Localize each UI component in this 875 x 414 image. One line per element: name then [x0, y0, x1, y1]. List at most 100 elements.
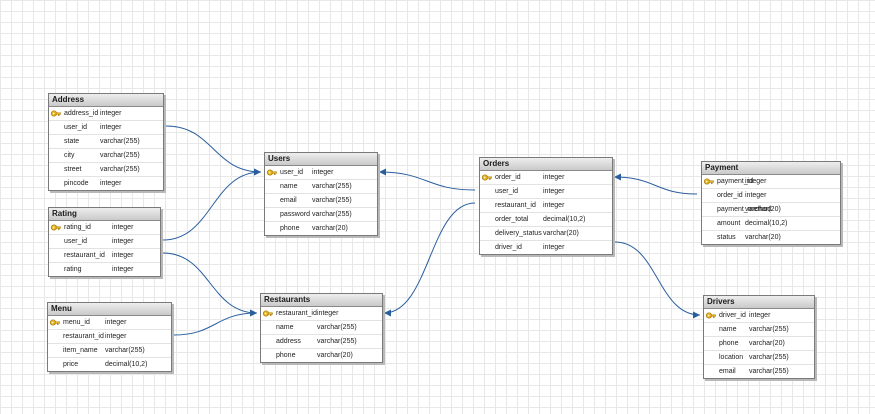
connector-payment-to-orders: [613, 173, 698, 195]
column-row[interactable]: name varchar(255): [704, 323, 814, 337]
column-name: rating: [64, 266, 82, 273]
column-name: driver_id: [719, 312, 746, 319]
connector-menu-to-restaurants: [173, 309, 258, 336]
column-name: name: [719, 326, 737, 333]
column-type: varchar(255): [100, 138, 140, 145]
column-name: state: [64, 138, 80, 145]
column-row[interactable]: state varchar(255): [49, 135, 163, 149]
connector-rating-to-restaurants: [162, 252, 258, 317]
table-title: Restaurants: [261, 294, 382, 307]
column-name: payment_method: [717, 206, 772, 213]
column-type: integer: [112, 266, 134, 273]
column-type: varchar(255): [105, 347, 145, 354]
table-title: Rating: [49, 208, 160, 221]
column-type: integer: [543, 188, 565, 195]
table-title: Menu: [48, 303, 171, 316]
column-type: integer: [105, 333, 127, 340]
column-type: varchar(255): [749, 326, 789, 333]
column-row[interactable]: name varchar(255): [261, 321, 382, 335]
column-name: restaurant_id: [63, 333, 104, 340]
column-type: decimal(10,2): [105, 361, 148, 368]
column-type: varchar(255): [100, 166, 140, 173]
column-name: user_id: [64, 124, 87, 131]
column-name: user_id: [280, 169, 303, 176]
column-row[interactable]: rating integer: [49, 263, 160, 276]
column-name: price: [63, 361, 79, 368]
column-name: email: [719, 368, 736, 375]
column-name: rating_id: [64, 224, 91, 231]
connector-orders-to-restaurants: [383, 202, 476, 317]
column-type: integer: [745, 178, 767, 185]
column-row[interactable]: street varchar(255): [49, 163, 163, 177]
column-type: integer: [112, 224, 134, 231]
column-row[interactable]: rating_id integer: [49, 221, 160, 235]
column-name: phone: [280, 225, 300, 232]
column-type: varchar(255): [100, 152, 140, 159]
column-name: street: [64, 166, 82, 173]
column-name: name: [276, 324, 294, 331]
column-row[interactable]: price decimal(10,2): [48, 358, 171, 371]
column-type: varchar(255): [317, 338, 357, 345]
column-type: integer: [543, 174, 565, 181]
column-type: integer: [543, 244, 565, 251]
table-title: Drivers: [704, 296, 814, 309]
column-row[interactable]: order_total decimal(10,2): [480, 213, 612, 227]
column-name: pincode: [64, 180, 89, 187]
column-type: integer: [105, 319, 127, 326]
column-name: restaurant_id: [495, 202, 536, 209]
connector-orders-to-drivers: [614, 241, 701, 319]
column-type: integer: [112, 238, 134, 245]
column-name: order_total: [495, 216, 529, 223]
column-name: order_id: [717, 192, 743, 199]
column-type: decimal(10,2): [543, 216, 586, 223]
column-type: varchar(255): [317, 324, 357, 331]
column-type: integer: [317, 310, 339, 317]
column-type: integer: [312, 169, 334, 176]
column-type: varchar(255): [749, 354, 789, 361]
column-name: amount: [717, 220, 741, 227]
column-row[interactable]: user_id integer: [265, 166, 377, 180]
table-title: Orders: [480, 158, 612, 171]
column-type: varchar(20): [317, 352, 353, 359]
column-name: phone: [719, 340, 739, 347]
column-type: varchar(20): [543, 230, 579, 237]
